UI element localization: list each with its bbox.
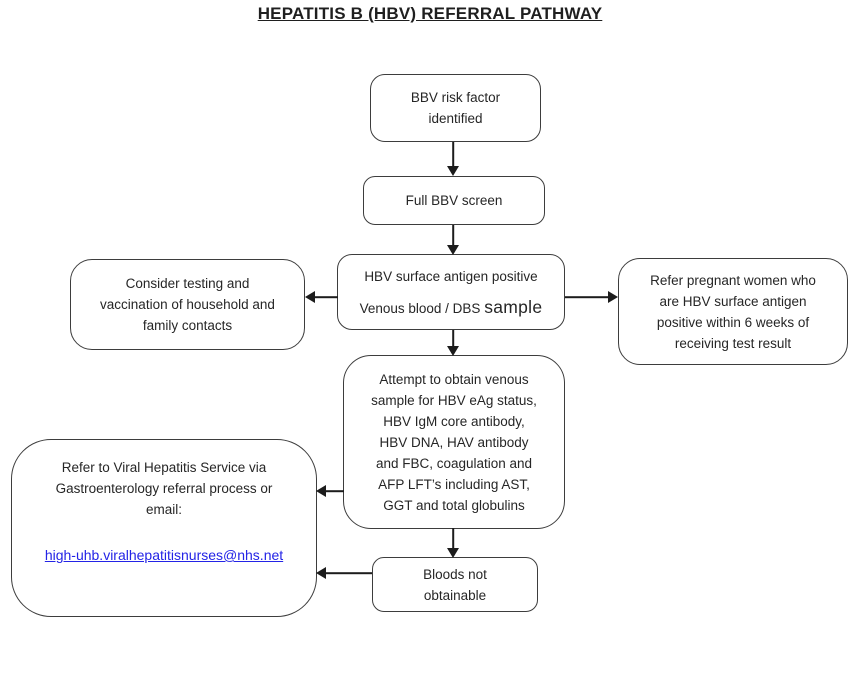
node-refer-pregnant-women-label: Refer pregnant women who are HBV surface… — [650, 272, 816, 351]
node-bbv-risk-identified: BBV risk factor identified — [370, 74, 541, 142]
arrowhead-left-icon — [305, 291, 315, 303]
node-attempt-venous-sample-label: Attempt to obtain venous sample for HBV … — [371, 371, 537, 513]
node-bloods-not-obtainable: Bloods not obtainable — [372, 557, 538, 612]
arrow-shaft — [452, 142, 454, 167]
arrowhead-down-icon — [447, 548, 459, 558]
node-refer-pregnant-women: Refer pregnant women who are HBV surface… — [618, 258, 848, 365]
arrow-venous-to-referral — [316, 484, 344, 498]
node-attempt-venous-sample: Attempt to obtain venous sample for HBV … — [343, 355, 565, 529]
arrowhead-down-icon — [447, 166, 459, 176]
node-full-bbv-screen-label: Full BBV screen — [405, 193, 503, 208]
node-household-contacts: Consider testing and vaccination of hous… — [70, 259, 305, 350]
arrow-antigen-to-contacts — [305, 290, 338, 304]
page-title: HEPATITIS B (HBV) REFERRAL PATHWAY — [257, 4, 603, 23]
arrow-shaft — [452, 225, 454, 246]
arrow-screen-to-antigen — [446, 225, 460, 255]
arrowhead-left-icon — [316, 567, 326, 579]
node-bloods-not-obtainable-label: Bloods not obtainable — [423, 566, 487, 603]
antigen-positive-line: HBV surface antigen positive — [364, 269, 538, 284]
node-viral-hepatitis-referral-label: Refer to Viral Hepatitis Service via Gas… — [55, 460, 273, 517]
arrow-antigen-to-venous — [446, 330, 460, 356]
arrow-shaft — [314, 296, 338, 298]
sample-word: sample — [484, 297, 543, 317]
arrowhead-right-icon — [608, 291, 618, 303]
arrow-bloods-to-referral — [316, 566, 372, 580]
arrow-shaft — [325, 490, 344, 492]
arrow-shaft — [452, 330, 454, 347]
arrow-antigen-to-pregnant — [565, 290, 618, 304]
arrowhead-down-icon — [447, 346, 459, 356]
arrow-shaft — [565, 296, 609, 298]
email-link[interactable]: high-uhb.viralhepatitisnurses@nhs.net — [44, 547, 284, 563]
arrowhead-left-icon — [316, 485, 326, 497]
node-bbv-risk-label: BBV risk factor identified — [410, 90, 501, 126]
arrowhead-down-icon — [447, 245, 459, 255]
venous-dbs-line: Venous blood / DBS sample — [359, 297, 543, 317]
arrow-shaft — [452, 528, 454, 549]
arrow-risk-to-screen — [446, 142, 460, 176]
node-viral-hepatitis-referral: Refer to Viral Hepatitis Service via Gas… — [11, 439, 317, 617]
node-full-bbv-screen: Full BBV screen — [363, 176, 545, 225]
node-hbv-antigen-positive: HBV surface antigen positive Venous bloo… — [337, 254, 565, 330]
arrow-venous-to-bloods — [446, 528, 460, 558]
arrow-shaft — [325, 572, 372, 574]
node-household-contacts-label: Consider testing and vaccination of hous… — [100, 276, 275, 333]
